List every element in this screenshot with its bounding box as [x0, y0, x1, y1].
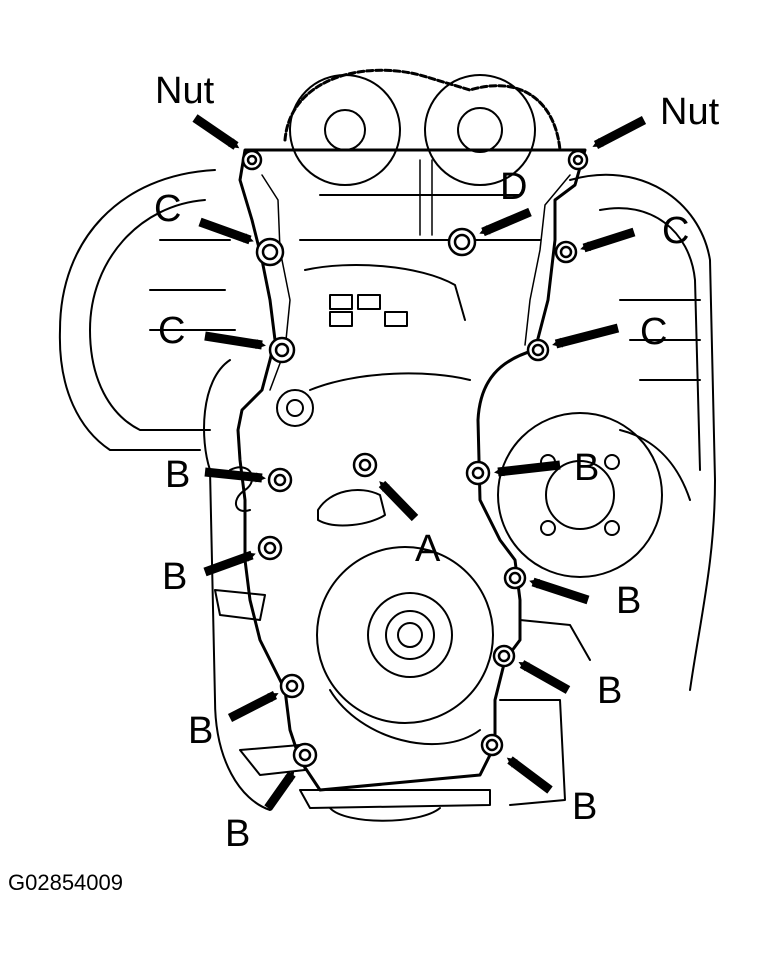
arrow-b-left-2 — [203, 550, 256, 577]
timing-chain — [283, 68, 562, 152]
bolt-a — [352, 452, 378, 478]
label-d: D — [500, 166, 528, 208]
arrow-d — [479, 207, 532, 237]
label-b-left-2: B — [162, 556, 188, 598]
label-c-left-lower: C — [158, 310, 186, 352]
label-b-left-1: B — [165, 454, 191, 496]
bolt-c-left-upper — [255, 237, 285, 267]
arrow-c-right-upper — [580, 227, 636, 253]
bolt-b-left-4 — [292, 742, 318, 768]
bolt-d — [447, 227, 477, 257]
arrow-b-left-3 — [227, 690, 279, 723]
bolt-nut-left — [241, 149, 263, 171]
arrow-b-left-4 — [264, 770, 296, 811]
label-c-right-upper: C — [662, 210, 690, 252]
bolt-b-left-1 — [267, 467, 293, 493]
label-c-left-upper: C — [154, 188, 182, 230]
water-pump-pulley — [497, 412, 663, 578]
bolt-c-right-lower — [526, 338, 550, 362]
label-b-left-3: B — [188, 710, 214, 752]
label-b-right-2: B — [616, 580, 642, 622]
arrow-b-right-3 — [518, 660, 571, 694]
crankshaft-seal — [316, 546, 494, 724]
bolt-b-right-3 — [492, 644, 516, 668]
arrow-c-right-lower — [552, 323, 620, 349]
label-b-right-1: B — [574, 447, 600, 489]
intake-sprocket — [289, 74, 401, 186]
label-nut-left: Nut — [155, 70, 215, 112]
arrow-c-left-lower — [204, 331, 266, 350]
arrow-c-left-upper — [198, 217, 254, 245]
bolt-b-left-3 — [279, 673, 305, 699]
bolt-b-right-2 — [503, 566, 527, 590]
arrow-b-right-4 — [506, 756, 553, 794]
label-nut-right: Nut — [660, 91, 720, 133]
bolt-b-left-2 — [257, 535, 283, 561]
exhaust-sprocket — [424, 74, 536, 186]
arrow-a — [378, 480, 419, 522]
bolt-b-right-4 — [480, 733, 504, 757]
label-b-right-3: B — [597, 670, 623, 712]
bolt-nut-right — [567, 149, 589, 171]
arrow-b-right-1 — [494, 460, 561, 477]
right-accessory — [569, 173, 716, 691]
label-c-right-lower: C — [640, 311, 668, 353]
left-hose — [58, 169, 216, 451]
label-a: A — [415, 528, 441, 570]
bolt-b-right-1 — [465, 460, 491, 486]
arrow-b-right-2 — [529, 577, 590, 605]
arrow-nut-right — [592, 116, 647, 149]
arrow-b-left-1 — [204, 467, 266, 483]
bolt-c-left-lower — [268, 336, 296, 364]
arrow-nut-left — [192, 114, 240, 150]
figure-code: G02854009 — [8, 870, 123, 895]
label-b-right-4: B — [572, 786, 598, 828]
bolt-c-right-upper — [554, 240, 578, 264]
label-b-left-4: B — [225, 813, 251, 855]
